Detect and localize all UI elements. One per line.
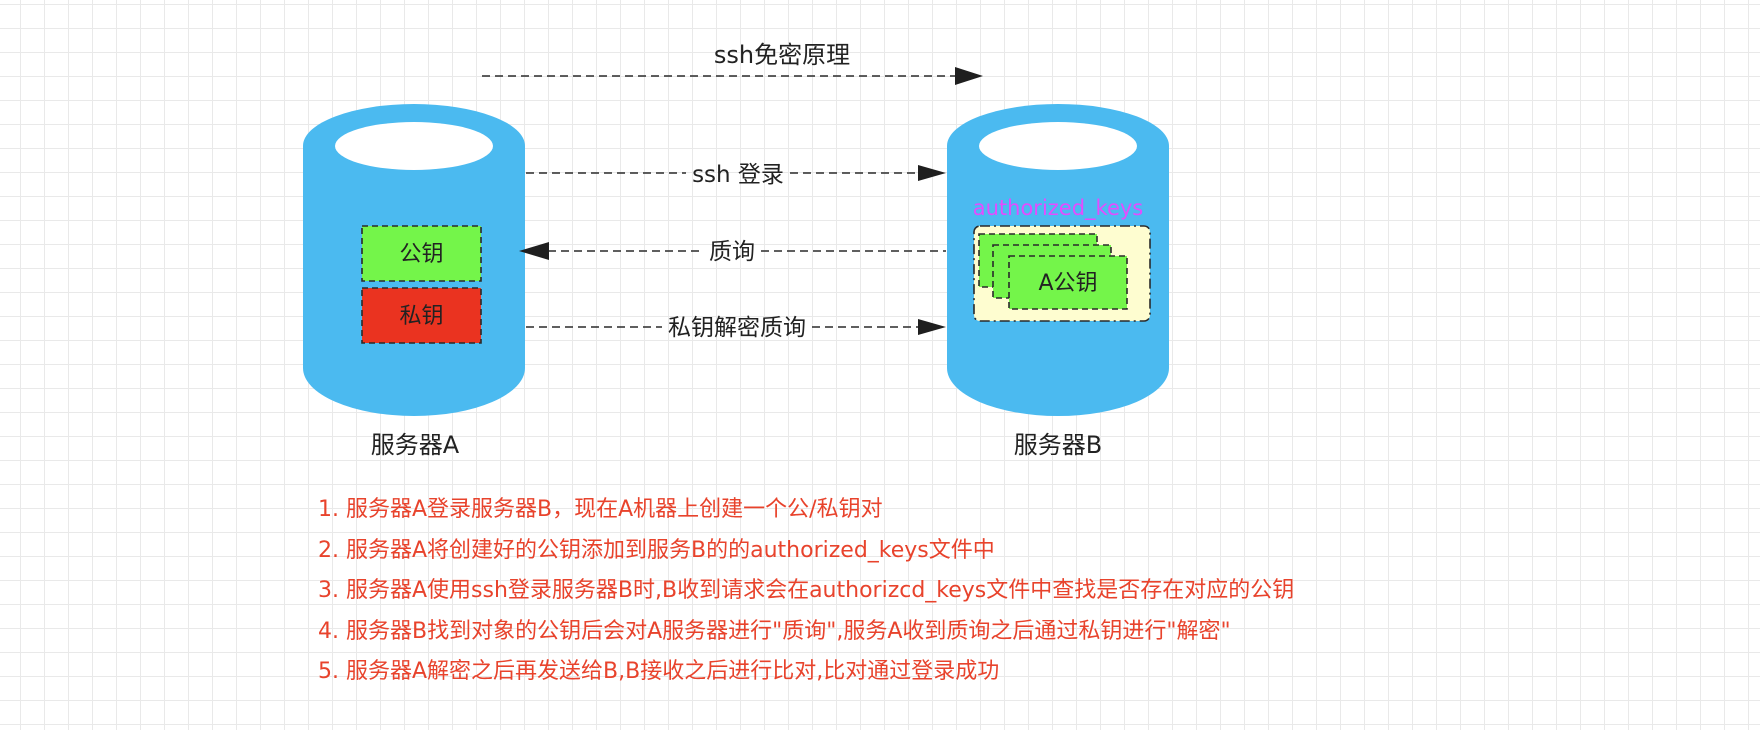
edge-challenge-label: 质询: [709, 239, 755, 265]
key-card-front: [1008, 255, 1128, 310]
step-item: 4. 服务器B找到对象的公钥后会对A服务器进行"质询",服务A收到质询之后通过私…: [318, 618, 1231, 644]
private-key-box: 私钥: [361, 287, 482, 344]
private-key-label: 私钥: [399, 304, 443, 329]
step-item: 3. 服务器A使用ssh登录服务器B时,B收到请求会在authorizcd_ke…: [318, 578, 1295, 603]
authorized-keys-label: authorized_keys: [973, 196, 1144, 221]
server-a-label: 服务器A: [371, 431, 460, 459]
public-key-label: 公钥: [399, 242, 443, 267]
key-card-stack: A公钥: [978, 233, 1128, 310]
edge-ssh-login: [526, 165, 946, 181]
edge-decrypt: [526, 319, 946, 335]
step-item: 1. 服务器A登录服务器B，现在A机器上创建一个公/私钥对: [318, 497, 883, 522]
step-item: 2. 服务器A将创建好的公钥添加到服务B的的authorized_keys文件中: [318, 537, 995, 563]
key-card-label: A公钥: [1038, 271, 1097, 296]
public-key-box: 公钥: [361, 225, 482, 282]
title-arrow: [482, 67, 983, 85]
diagram-title: ssh免密原理: [714, 41, 850, 69]
steps-list: 1. 服务器A登录服务器B，现在A机器上创建一个公/私钥对 2. 服务器A将创建…: [318, 490, 1294, 693]
step-item: 5. 服务器A解密之后再发送给B,B接收之后进行比对,比对通过登录成功: [318, 659, 1000, 684]
edge-decrypt-label: 私钥解密质询: [668, 315, 806, 341]
edge-ssh-login-label: ssh 登录: [692, 162, 784, 188]
server-b-label: 服务器B: [1014, 431, 1102, 459]
edge-challenge: [519, 242, 946, 260]
